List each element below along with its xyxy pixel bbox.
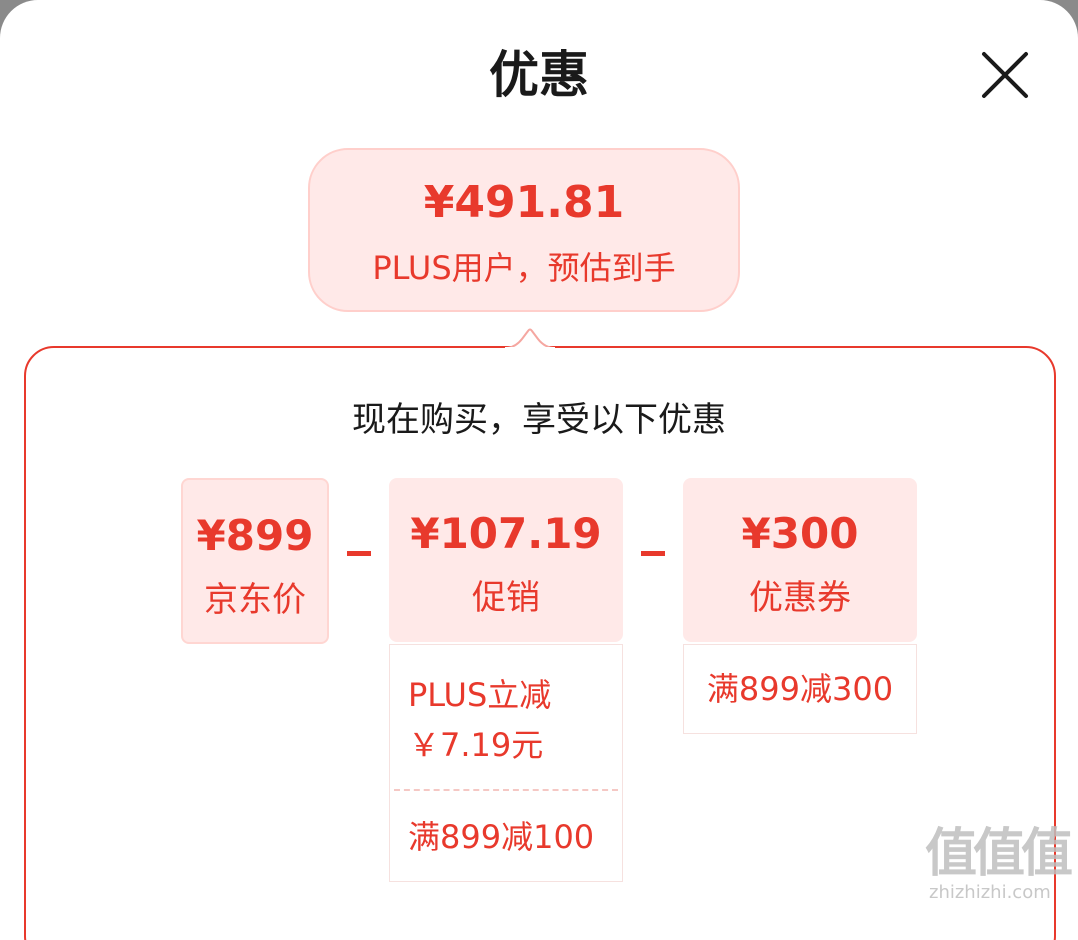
coupon-amount: ¥300 xyxy=(741,509,859,558)
watermark-site: zhizhizhi.com xyxy=(929,882,1051,903)
close-icon xyxy=(982,52,1028,98)
promotion-detail-plus: PLUS立减 xyxy=(408,676,552,714)
promotion-details: PLUS立减 ￥7.19元 满899减100 xyxy=(389,644,623,882)
minus-sign xyxy=(347,551,371,556)
jd-price-label: 京东价 xyxy=(204,580,306,620)
jd-price-amount: ¥899 xyxy=(196,511,314,560)
estimated-price: ¥491.81 xyxy=(423,177,625,228)
coupon-details: 满899减300 xyxy=(683,644,917,734)
promotion-detail-threshold: 满899减100 xyxy=(408,818,595,856)
coupon-label: 优惠券 xyxy=(749,578,851,618)
detail-divider xyxy=(394,789,618,791)
minus-sign xyxy=(641,551,665,556)
watermark: 值值值 zhizhizhi.com xyxy=(925,826,1075,906)
coupon-box: ¥300 优惠券 xyxy=(683,478,917,642)
watermark-logo: 值值值 xyxy=(925,824,1073,884)
breakdown-heading: 现在购买，享受以下优惠 xyxy=(352,400,726,440)
jd-price-box: ¥899 京东价 xyxy=(181,478,329,644)
close-button[interactable] xyxy=(978,48,1032,102)
estimated-price-desc: PLUS用户，预估到手 xyxy=(372,249,676,287)
promotion-label: 促销 xyxy=(472,578,540,618)
bubble-pointer xyxy=(505,328,555,349)
estimated-price-bubble: ¥491.81 PLUS用户，预估到手 xyxy=(308,148,740,312)
promotion-amount: ¥107.19 xyxy=(410,509,602,558)
promotion-detail-plus-amount: ￥7.19元 xyxy=(408,726,544,764)
coupon-detail-threshold: 满899减300 xyxy=(706,670,894,708)
promotion-box: ¥107.19 促销 xyxy=(389,478,623,642)
dialog-title: 优惠 xyxy=(489,46,589,104)
